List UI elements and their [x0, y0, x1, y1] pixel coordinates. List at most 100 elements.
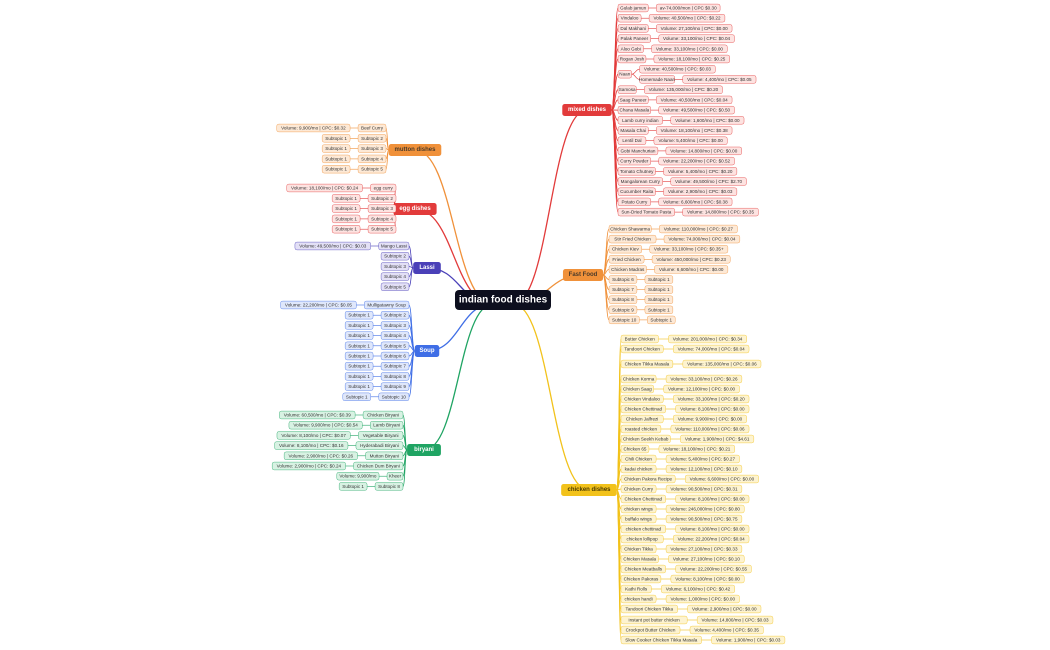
topic-biryani-vegetable-biryani-2-detail-box[interactable] [276, 431, 351, 440]
topic-mixed-samosa-7-box[interactable] [617, 85, 637, 94]
topic-mixed-palak-paneer-3-detail-box[interactable] [658, 34, 735, 43]
topic-biryani-subtopic-8-7-detail[interactable]: Subtopic 1 [338, 482, 368, 491]
topic-chicken-chicken-handi-25[interactable]: chicken handi [620, 594, 657, 604]
topic-biryani-subtopic-8-7-detail-box[interactable] [338, 482, 368, 491]
topic-biryani-subtopic-8-7[interactable]: Subtopic 8 [374, 482, 404, 491]
topic-mixed-lamb-curry-indian-10-box[interactable] [617, 116, 663, 125]
topic-chicken-tandoori-chicken-1-box[interactable] [620, 344, 664, 354]
topic-chicken-chicken-korma-3-box[interactable] [620, 374, 657, 384]
topic-chicken-chicken-tikka-20-detail[interactable]: Volume: 27,100/mo | CPC: $0.33 [665, 544, 743, 554]
topic-biryani-vegetable-biryani-2-box[interactable] [358, 431, 404, 440]
topic-chicken-chicken-wings-16-box[interactable] [620, 504, 657, 514]
topic-biryani-mutton-biryani-4-detail-box[interactable] [283, 451, 358, 460]
topic-mixed-tomato-chutney-15-detail[interactable]: Volume: 5,400/mo | CPC: $0.20 [663, 167, 738, 176]
topic-mixed-chana-masala-9-detail-box[interactable] [658, 105, 735, 115]
topic-chicken-slow-cooker-chicken-tikka-masala-29-detail-box[interactable] [711, 635, 786, 645]
topic-chicken-chicken-pakora-recipe-13-box[interactable] [620, 474, 676, 484]
topic-egg-subtopic-2-1-box[interactable] [367, 194, 397, 203]
topic-chicken-chicken-wings-16[interactable]: chicken wings [620, 504, 657, 514]
topic-biryani-mutton-biryani-4[interactable]: Mutton Biryani [365, 451, 404, 460]
topic-egg-subtopic-2-1-detail[interactable]: Subtopic 1 [331, 194, 361, 203]
branch-chicken-box[interactable] [561, 484, 617, 496]
topic-mixed-naan-6-child-0[interactable]: Volume: 40,500/mo | CPC: $0.03 [639, 65, 716, 74]
topic-soup-subtopic-7-6-detail[interactable]: Subtopic 1 [344, 362, 374, 371]
topic-soup-subtopic-7-6-box[interactable] [380, 362, 410, 371]
topic-mixed-naan-6-child-1-box[interactable] [639, 75, 675, 84]
branch-lassi-box[interactable] [413, 262, 441, 274]
topic-chicken-chicken-curry-14-box[interactable] [620, 484, 657, 494]
topic-egg-subtopic-4-3-detail-box[interactable] [331, 214, 361, 224]
topic-fastfood-subtopic-7-6[interactable]: Subtopic 7 [608, 285, 638, 294]
topic-chicken-chicken-wings-16-detail[interactable]: Volume: 246,000/mo | CPC: $0.80 [665, 504, 745, 514]
topic-fastfood-subtopic-6-5[interactable]: Subtopic 6 [608, 275, 638, 284]
topic-soup-subtopic-4-3-detail-box[interactable] [344, 331, 374, 340]
topic-chicken-crockpot-butter-chicken-28-detail-box[interactable] [689, 625, 764, 635]
topic-biryani-kheer-6-detail[interactable]: Volume: 9,900/mo [336, 472, 380, 481]
topic-fastfood-subtopic-9-8-detail-box[interactable] [644, 305, 674, 314]
topic-mixed-masala-chai-11-detail-box[interactable] [656, 126, 733, 135]
branch-biryani-box[interactable] [407, 444, 441, 456]
topic-egg-subtopic-5-4[interactable]: Subtopic 5 [367, 225, 397, 234]
topic-mixed-dal-makhani-2-detail-box[interactable] [656, 24, 733, 33]
topic-mixed-cucumber-raita-17-box[interactable] [617, 187, 656, 196]
central-topic-box[interactable] [455, 290, 551, 310]
topic-mixed-lentil-dal-12[interactable]: Lentil Dal [617, 136, 647, 145]
topic-fastfood-chicken-shawarma-0-detail-box[interactable] [659, 224, 738, 234]
topic-chicken-chicken-curry-14[interactable]: Chicken Curry [620, 484, 657, 494]
topic-soup-subtopic-5-4-box[interactable] [380, 341, 410, 350]
topic-biryani-chicken-dum-biryani-5-detail-box[interactable] [271, 461, 346, 471]
topic-mixed-vindaloo-1-detail-box[interactable] [648, 14, 726, 23]
topic-mixed-aloo-gobi-4-detail[interactable]: Volume: 33,100/mo | CPC: $0.00 [651, 44, 728, 53]
topic-biryani-subtopic-8-7-box[interactable] [374, 482, 404, 491]
topic-chicken-chicken-jalfrezi-7-detail[interactable]: Volume: 9,900/mo | CPC: $0.00 [673, 414, 747, 424]
topic-chicken-chicken-korma-3[interactable]: Chicken Korma [620, 374, 657, 384]
topic-mixed-mangalorean-curry-16-detail-box[interactable] [670, 177, 747, 186]
topic-soup-subtopic-9-8-detail-box[interactable] [344, 382, 374, 391]
topic-mixed-potato-curry-18-detail-box[interactable] [658, 197, 733, 207]
topic-mixed-palak-paneer-3-box[interactable] [617, 34, 651, 43]
topic-fastfood-fried-chicken-3[interactable]: Fried Chicken [608, 255, 645, 264]
topic-chicken-kadai-chicken-12[interactable]: kadai chicken [620, 464, 657, 474]
topic-chicken-roasted-chicken-8-detail[interactable]: Volume: 110,000/mo | CPC: $0.06 [670, 424, 750, 434]
topic-mixed-gobi-manchurian-13[interactable]: Gobi Manchurian [617, 146, 659, 156]
topic-mixed-lamb-curry-indian-10-detail-box[interactable] [670, 116, 745, 125]
topic-chicken-chicken-saag-4-detail[interactable]: Volume: 12,100/mo | CPC: $0.00 [663, 384, 740, 394]
topic-soup-subtopic-7-6-detail-box[interactable] [344, 362, 374, 371]
topic-chicken-chicken-masala-21-detail[interactable]: Volume: 27,100/mo | CPC: $0.10 [668, 554, 745, 564]
topic-chicken-butter-chicken-0[interactable]: Butter Chicken [620, 334, 659, 344]
topic-lassi-mango-lassi-0-detail[interactable]: Volume: 49,500/mo | CPC: $0.03 [294, 241, 371, 251]
topic-mixed-gobi-manchurian-13-detail[interactable]: Volume: 14,800/mo | CPC: $0.00 [665, 146, 742, 156]
topic-mixed-cucumber-raita-17[interactable]: Cucumber Raita [617, 187, 656, 196]
topic-egg-subtopic-3-2-detail-box[interactable] [331, 204, 361, 213]
topic-mixed-tomato-chutney-15-detail-box[interactable] [663, 167, 738, 176]
topic-biryani-chicken-dum-biryani-5[interactable]: Chicken Dum Biryani [353, 461, 404, 471]
topic-chicken-chicken-65-10-box[interactable] [620, 444, 650, 454]
topic-fastfood-chicken-madras-4-detail-box[interactable] [654, 265, 729, 274]
topic-mutton-subtopic-3-2[interactable]: Subtopic 3 [357, 144, 387, 153]
topic-mixed-sun-dried-tomato-pasta-19-detail[interactable]: Volume: 14,800/mo | CPC: $0.35 [682, 207, 759, 217]
topic-mixed-gulab-jamun-0-detail-box[interactable] [656, 3, 721, 13]
topic-chicken-chicken-jalfrezi-7-detail-box[interactable] [673, 414, 747, 424]
topic-mixed-saag-paneer-8-detail-box[interactable] [656, 95, 733, 105]
topic-mixed-aloo-gobi-4[interactable]: Aloo Gobi [617, 44, 644, 53]
topic-chicken-crockpot-butter-chicken-28[interactable]: Crockpot Butter Chicken [620, 625, 681, 635]
topic-mixed-curry-powder-14-detail-box[interactable] [658, 156, 735, 166]
topic-lassi-subtopic-2-1[interactable]: Subtopic 2 [380, 252, 410, 261]
topic-soup-subtopic-2-1-detail-box[interactable] [344, 311, 374, 320]
topic-chicken-roasted-chicken-8-box[interactable] [620, 424, 662, 434]
topic-chicken-chicken-korma-3-detail-box[interactable] [665, 374, 743, 384]
topic-chicken-chicken-meatballs-22-detail-box[interactable] [675, 564, 752, 574]
topic-fastfood-chicken-kiev-2[interactable]: Chicken Kiev [608, 245, 642, 254]
topic-soup-mulligatawny-soup-0-box[interactable] [364, 300, 410, 310]
topic-chicken-chicken-chettinad-6[interactable]: Chicken Chettinad [620, 404, 666, 414]
topic-mixed-masala-chai-11-detail[interactable]: Volume: 18,100/mo | CPC: $0.38 [656, 126, 733, 135]
topic-biryani-lamb-biryani-1-box[interactable] [370, 421, 404, 430]
topic-chicken-chicken-pakora-recipe-13-detail-box[interactable] [685, 474, 759, 484]
topic-soup-subtopic-8-7-detail[interactable]: Subtopic 1 [344, 372, 374, 381]
topic-fastfood-chicken-madras-4[interactable]: Chicken Madras [608, 265, 647, 274]
topic-fastfood-subtopic-8-7-box[interactable] [608, 295, 638, 304]
topic-chicken-buffalo-wings-17-detail-box[interactable] [665, 514, 743, 524]
topic-fastfood-chicken-shawarma-0-detail[interactable]: Volume: 110,000/mo | CPC: $0.27 [659, 224, 738, 234]
topic-chicken-chicken-pakora-recipe-13-detail[interactable]: Volume: 6,600/mo | CPC: $0.00 [685, 474, 759, 484]
topic-chicken-instant-pot-butter-chicken-27-detail[interactable]: Volume: 14,800/mo | CPC: $0.03 [696, 615, 774, 625]
